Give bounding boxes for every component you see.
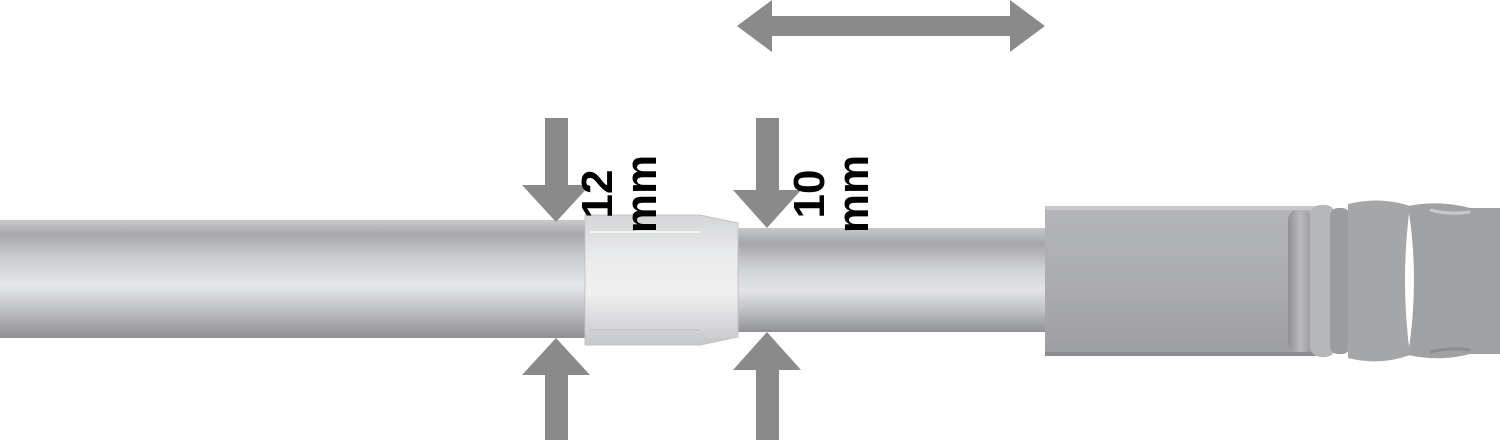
arrow-icon-outer-bottom: [522, 338, 590, 440]
inner-rod: [730, 228, 1060, 332]
inner-rod-diameter-label: 10 mm: [785, 144, 878, 244]
inner-rod-diameter-value: 10: [785, 169, 834, 219]
outer-rod-diameter-label: 12 mm: [573, 144, 666, 244]
arrow-icon-inner-top: [733, 118, 801, 228]
outer-rod: [0, 220, 590, 338]
rod-end-cap: [1045, 206, 1330, 356]
outer-rod-diameter-value: 12: [573, 169, 622, 219]
inner-rod-diameter-unit: mm: [829, 154, 878, 234]
finial: [1288, 200, 1500, 362]
arrow-icon-inner-bottom: [733, 332, 801, 440]
outer-rod-diameter-unit: mm: [617, 154, 666, 234]
arrow-icon-outer-top: [522, 118, 590, 222]
double-headed-arrow-icon: [737, 0, 1045, 52]
rod-sleeve: [584, 214, 739, 346]
